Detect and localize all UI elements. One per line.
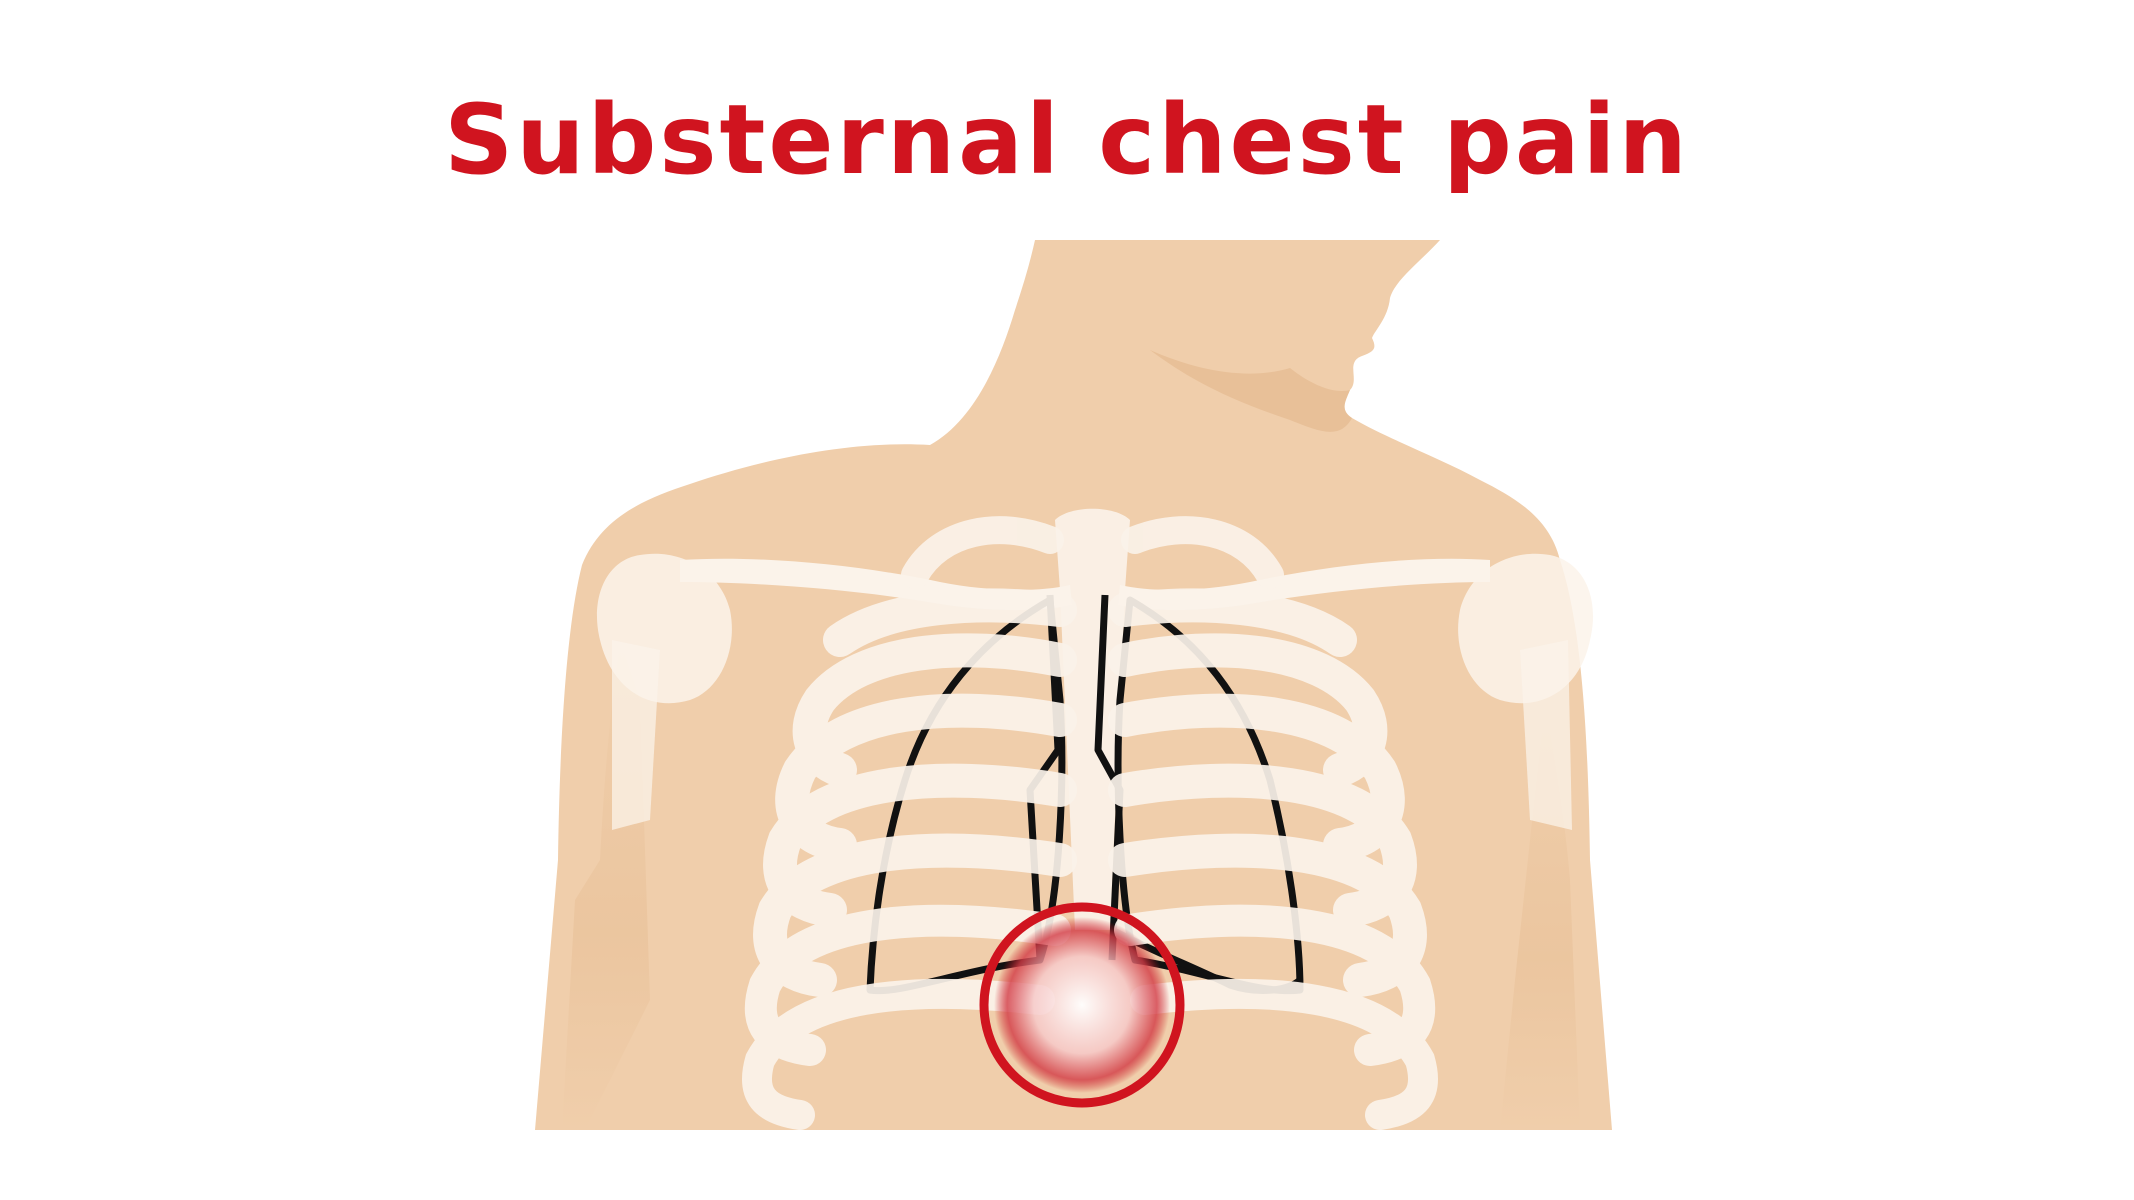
rib-left-1 xyxy=(823,588,1077,657)
right-humerus xyxy=(1520,640,1572,830)
pain-marker xyxy=(979,902,1185,1108)
rib-left-7 xyxy=(742,978,1055,1130)
rib-cage xyxy=(742,588,1438,1130)
upper-rib-arches xyxy=(901,516,1284,589)
left-humerus xyxy=(612,640,660,830)
pain-glow xyxy=(994,917,1170,1093)
pain-ring xyxy=(979,902,1185,1108)
neck-shadow xyxy=(1150,350,1352,432)
page-title: Substernal chest pain xyxy=(444,84,1690,196)
rib-right-7 xyxy=(1130,978,1438,1130)
rib-right-1 xyxy=(1108,588,1357,657)
